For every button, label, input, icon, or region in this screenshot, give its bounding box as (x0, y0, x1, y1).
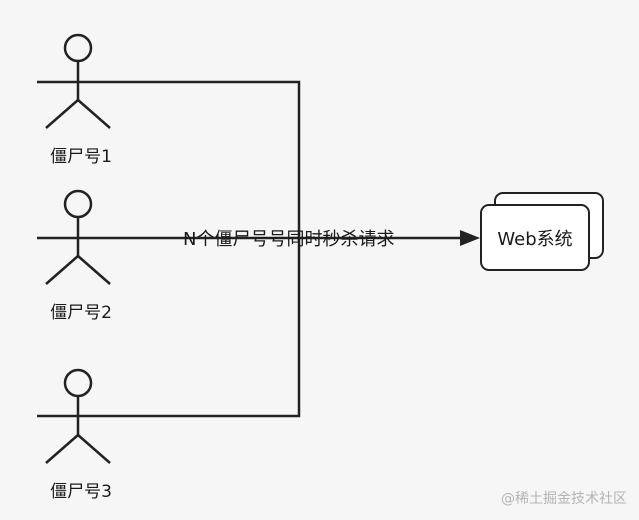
connector-actor-3 (119, 238, 301, 418)
actor-figure-2 (37, 189, 119, 285)
edge-label: N个僵尸号号同时秒杀请求 (183, 229, 395, 250)
web-system-box: Web系统 (480, 204, 590, 271)
web-system-label: Web系统 (497, 228, 573, 250)
arrowhead-icon (460, 230, 480, 246)
actor-figure-3 (37, 368, 119, 464)
actor-figure-1 (37, 33, 119, 129)
actor-label-2: 僵尸号2 (50, 303, 112, 323)
watermark: @稀土掘金技术社区 (501, 491, 627, 507)
connector-actor-1 (119, 80, 301, 238)
actor-label-1: 僵尸号1 (50, 147, 112, 167)
actor-label-3: 僵尸号3 (50, 482, 112, 502)
